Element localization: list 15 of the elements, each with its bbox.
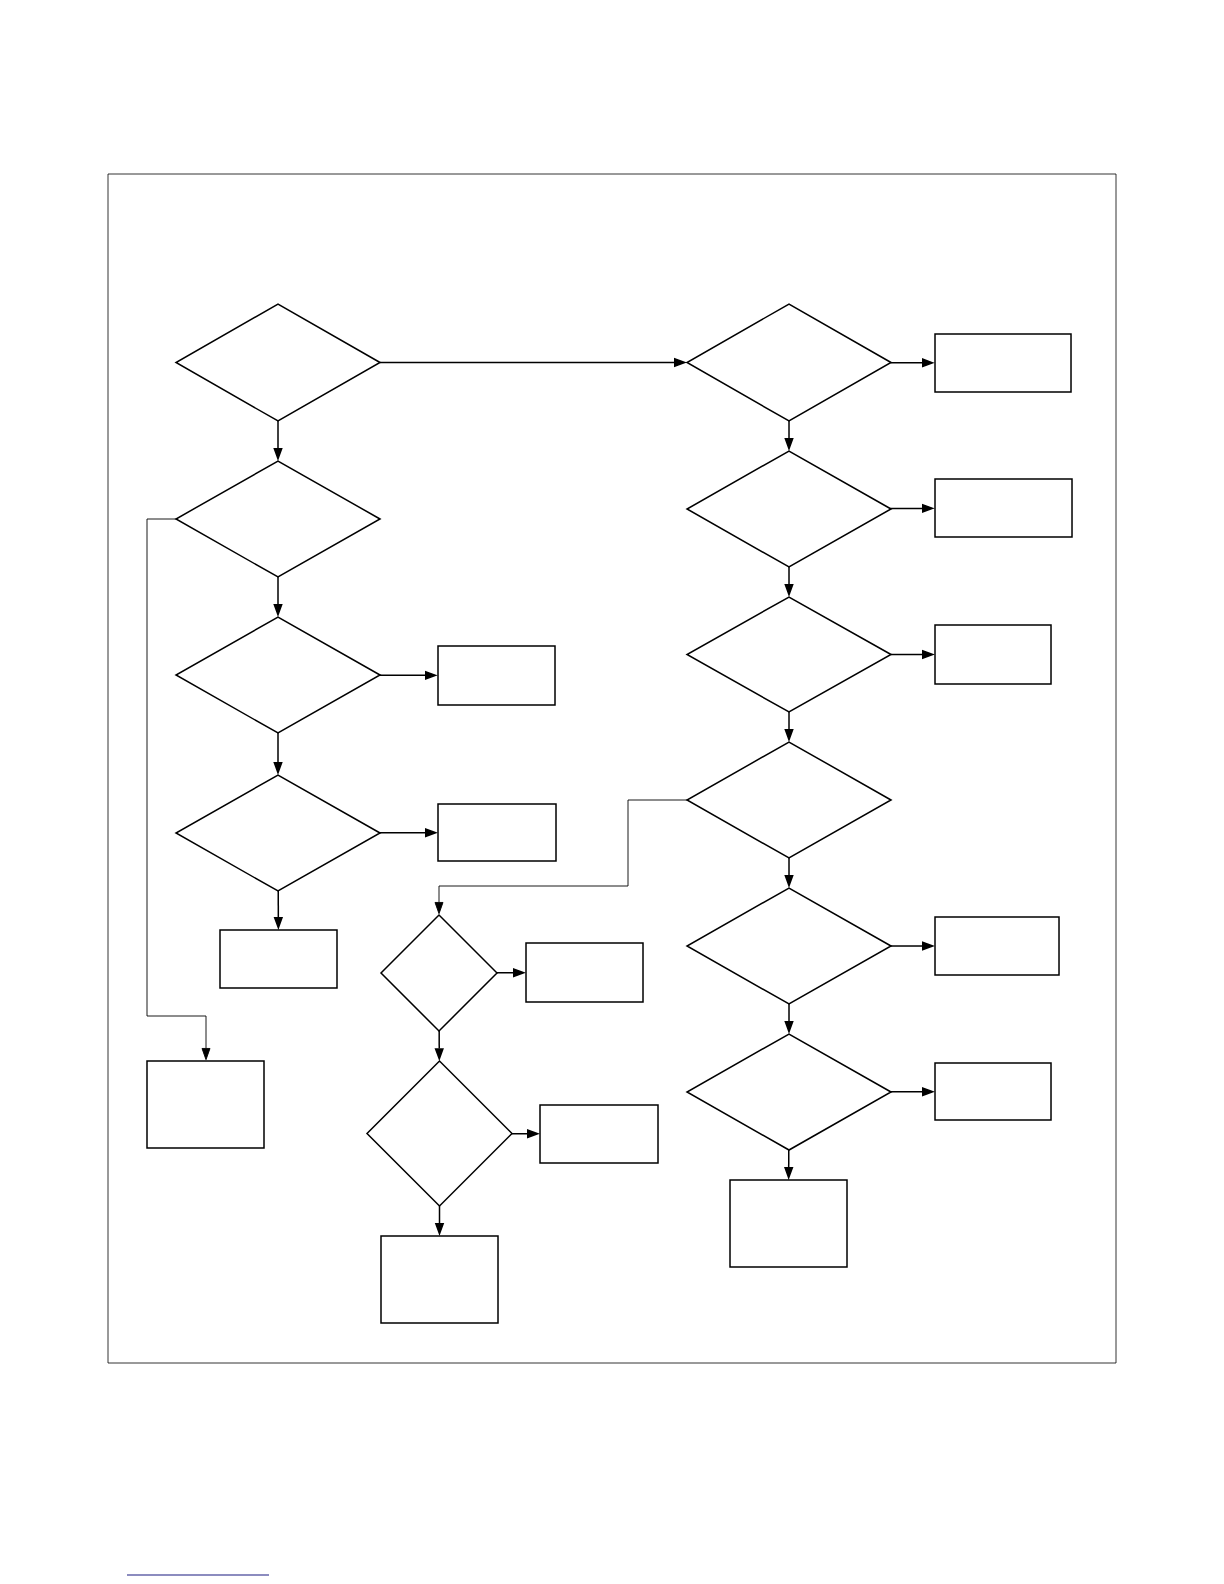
process-box bbox=[437, 645, 556, 706]
process-box bbox=[146, 1060, 265, 1149]
process-box bbox=[219, 929, 338, 989]
process-box bbox=[934, 333, 1072, 393]
process-box bbox=[934, 916, 1060, 976]
process-box bbox=[539, 1104, 659, 1164]
process-box bbox=[437, 803, 557, 862]
process-box bbox=[934, 478, 1073, 538]
process-box bbox=[729, 1179, 848, 1268]
process-box bbox=[934, 624, 1052, 685]
arrow bbox=[146, 518, 211, 1061]
process-box bbox=[380, 1235, 499, 1324]
process-box bbox=[525, 942, 644, 1003]
arrow bbox=[434, 799, 688, 915]
process-box bbox=[934, 1062, 1052, 1121]
